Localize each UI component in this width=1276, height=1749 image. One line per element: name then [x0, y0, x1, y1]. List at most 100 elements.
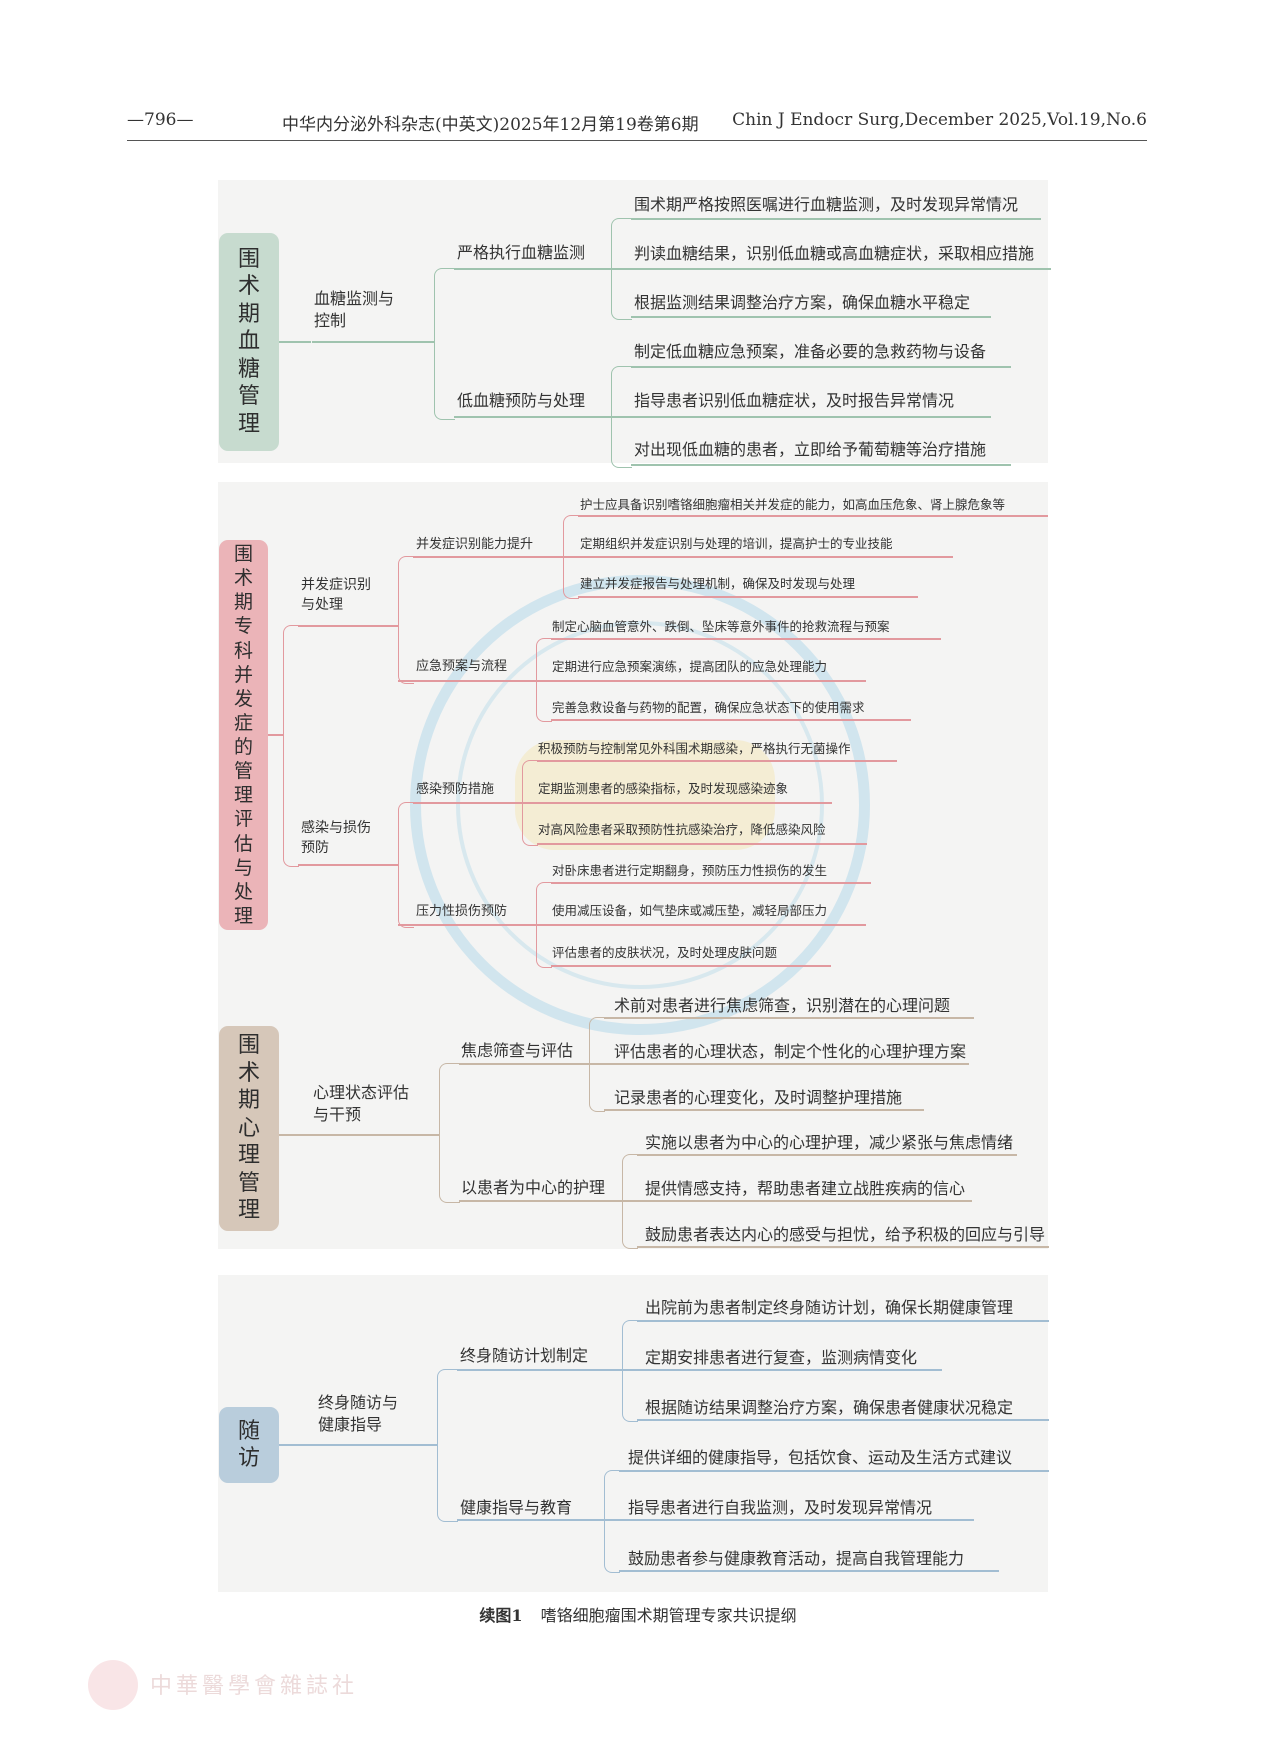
connector	[619, 1470, 1049, 1472]
leaf-label: 使用减压设备，如气垫床或减压垫，减轻局部压力	[552, 903, 828, 918]
group-label: 应急预案与流程	[416, 659, 508, 674]
root-label: 围术期专科并发症的管理评估与处理	[234, 543, 254, 927]
connector	[537, 760, 897, 762]
section-panel-glucose	[218, 180, 1048, 463]
connector	[611, 416, 991, 418]
leaf-label: 积极预防与控制常见外科围术期感染，严格执行无菌操作	[538, 741, 851, 756]
leaf-label: 护士应具备识别嗜铬细胞瘤相关并发症的能力，如高血压危象、肾上腺危象等	[580, 497, 1006, 512]
leaf-label: 完善急救设备与药物的配置，确保应急状态下的使用需求	[552, 700, 865, 715]
connector	[434, 268, 455, 420]
branch-label: 终身随访与 健康指导	[318, 1393, 399, 1434]
connector	[637, 1320, 1049, 1322]
root-node-psychology: 围术期心理管理	[219, 1026, 279, 1231]
connector	[631, 366, 1011, 368]
connector	[309, 1134, 439, 1136]
branch-label: 心理状态评估 与干预	[313, 1083, 410, 1124]
branch-label: 并发症识别 与处理	[301, 577, 371, 613]
connector	[457, 1519, 604, 1521]
leaf-label: 定期进行应急预案演练，提高团队的应急处理能力	[552, 659, 828, 674]
group-label: 健康指导与教育	[460, 1498, 573, 1517]
connector	[536, 924, 866, 926]
connector	[604, 1109, 924, 1111]
group-label: 压力性损伤预防	[416, 904, 508, 919]
figure-title: 嗜铬细胞瘤围术期管理专家共识提纲	[540, 1606, 797, 1625]
branch-label: 血糖监测与 控制	[314, 289, 395, 330]
connector	[439, 1063, 460, 1203]
journal-title-en: Chin J Endocr Surg,December 2025,Vol.19,…	[732, 110, 1147, 130]
leaf-label: 对卧床患者进行定期翻身，预防压力性损伤的发生	[552, 863, 828, 878]
connector	[589, 1063, 969, 1065]
connector	[454, 416, 612, 418]
connector	[398, 802, 414, 928]
root-node-glucose: 围术期血糖管理	[219, 233, 279, 451]
connector	[637, 1246, 1049, 1248]
leaf-label: 根据监测结果调整治疗方案，确保血糖水平稳定	[634, 293, 971, 312]
connector	[314, 1444, 437, 1446]
connector	[611, 268, 1051, 270]
connector	[631, 464, 1011, 466]
connector	[398, 680, 536, 682]
connector	[622, 1320, 638, 1422]
connector	[459, 1200, 622, 1202]
connector	[283, 625, 299, 867]
leaf-label: 鼓励患者参与健康教育活动，提高自我管理能力	[628, 1549, 965, 1568]
connector	[522, 802, 832, 804]
branch-label: 感染与损伤 预防	[301, 820, 371, 856]
group-label: 严格执行血糖监测	[457, 243, 586, 262]
connector	[619, 1570, 999, 1572]
connector	[622, 1200, 972, 1202]
connector	[578, 596, 918, 598]
publisher-watermark: 中華醫學會雜誌社	[150, 1674, 359, 1699]
connector	[312, 341, 434, 343]
leaf-label: 定期安排患者进行复查，监测病情变化	[645, 1348, 918, 1367]
leaf-label: 术前对患者进行焦虑筛查，识别潜在的心理问题	[614, 996, 951, 1015]
root-label: 围术期心理管理	[238, 1033, 261, 1224]
root-label: 随访	[238, 1418, 261, 1472]
connector	[604, 1470, 620, 1573]
connector	[298, 625, 398, 627]
leaf-label: 定期监测患者的感染指标，及时发现感染迹象	[538, 781, 789, 796]
connector	[298, 864, 398, 866]
leaf-label: 定期组织并发症识别与处理的培训，提高护士的专业技能	[580, 536, 893, 551]
connector	[637, 1419, 1049, 1421]
leaf-label: 判读血糖结果，识别低血糖或高血糖症状，采取相应措施	[634, 244, 1035, 263]
connector	[551, 719, 911, 721]
leaf-label: 提供情感支持，帮助患者建立战胜疾病的信心	[645, 1179, 966, 1198]
connector	[459, 1063, 589, 1065]
leaf-label: 提供详细的健康指导，包括饮食、运动及生活方式建议	[628, 1448, 1013, 1467]
section-panel-complications	[218, 482, 1048, 977]
publisher-logo-icon	[88, 1660, 138, 1710]
connector	[551, 882, 871, 884]
connector	[398, 924, 536, 926]
connector	[637, 1154, 1017, 1156]
figure-number: 续图1	[479, 1606, 523, 1625]
connector	[413, 802, 523, 804]
leaf-label: 记录患者的心理变化，及时调整护理措施	[614, 1088, 903, 1107]
connector	[437, 1369, 458, 1522]
page-number: —796—	[127, 110, 194, 130]
connector	[279, 1134, 309, 1136]
group-label: 以患者为中心的护理	[461, 1178, 606, 1197]
leaf-label: 制定低血糖应急预案，准备必要的急救药物与设备	[634, 342, 987, 361]
leaf-label: 鼓励患者表达内心的感受与担忧，给予积极的回应与引导	[645, 1225, 1046, 1244]
leaf-label: 评估患者的皮肤状况，及时处理皮肤问题	[552, 945, 778, 960]
root-node-followup: 随访	[219, 1407, 279, 1483]
connector	[398, 556, 414, 684]
leaf-label: 根据随访结果调整治疗方案，确保患者健康状况稳定	[645, 1398, 1014, 1417]
root-node-complications: 围术期专科并发症的管理评估与处理	[219, 540, 268, 930]
connector	[563, 556, 953, 558]
connector	[413, 556, 563, 558]
group-label: 感染预防措施	[416, 782, 495, 797]
leaf-label: 制定心脑血管意外、跌倒、坠床等意外事件的抢救流程与预案	[552, 619, 890, 634]
connector	[279, 341, 311, 343]
leaf-label: 指导患者进行自我监测，及时发现异常情况	[628, 1498, 933, 1517]
leaf-label: 实施以患者为中心的心理护理，减少紧张与焦虑情绪	[645, 1133, 1014, 1152]
connector	[457, 1369, 622, 1371]
leaf-label: 对高风险患者采取预防性抗感染治疗，降低感染风险	[538, 822, 826, 837]
connector	[604, 1519, 974, 1521]
page-header: —796— 中华内分泌外科杂志(中英文)2025年12月第19卷第6期 Chin…	[127, 108, 1147, 141]
leaf-label: 指导患者识别低血糖症状，及时报告异常情况	[634, 391, 955, 410]
group-label: 低血糖预防与处理	[457, 391, 586, 410]
leaf-label: 建立并发症报告与处理机制，确保及时发现与处理	[580, 576, 856, 591]
connector	[631, 218, 1041, 220]
